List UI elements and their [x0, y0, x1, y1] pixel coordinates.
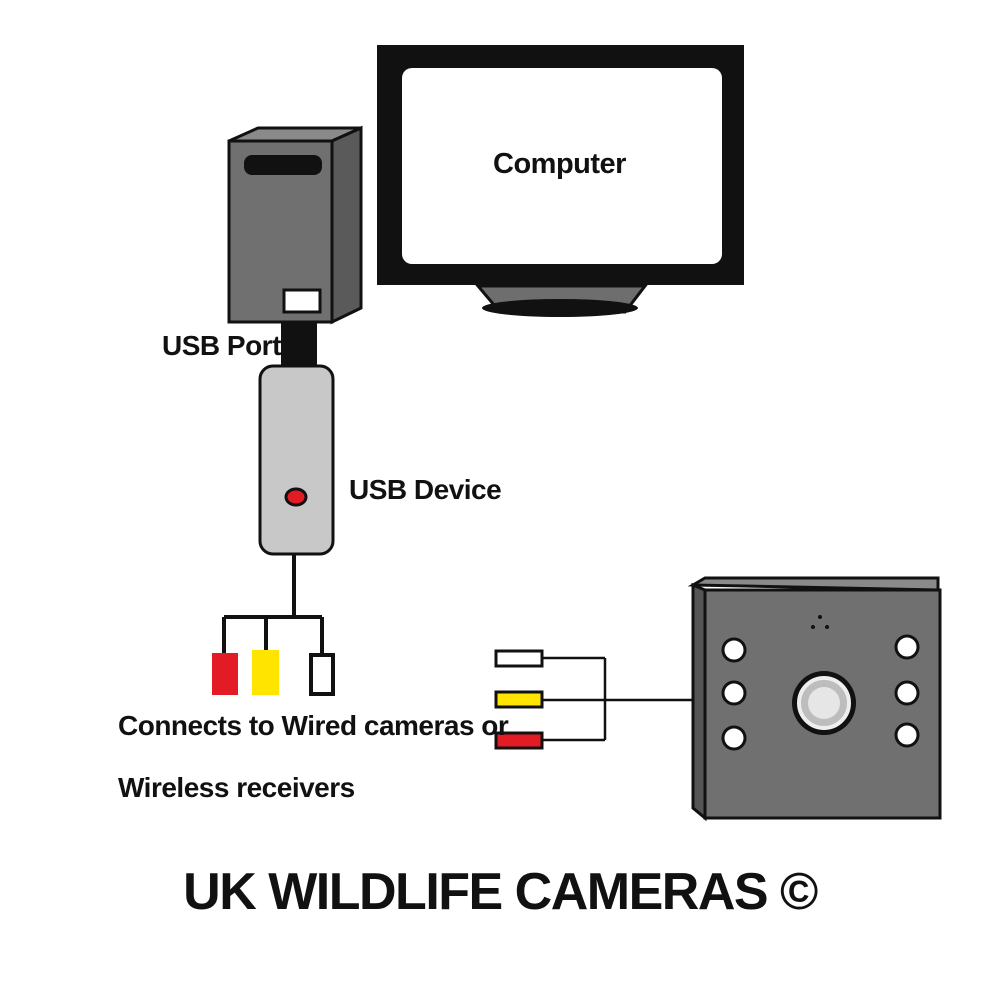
- rca-connector-icon: [212, 650, 335, 696]
- computer-tower-icon: [227, 125, 363, 325]
- ir-leds: [721, 634, 920, 751]
- brand-footer: UK WILDLIFE CAMERAS ©: [183, 863, 818, 921]
- camera-rca-connectors: [494, 649, 544, 750]
- rca-plug-red: [212, 653, 238, 695]
- connects-caption-line-1: Connects to Wired cameras or: [118, 710, 509, 741]
- camera-board-side: [691, 582, 707, 822]
- usb-port-slot: [282, 288, 322, 314]
- rca-plug-yellow: [252, 650, 279, 695]
- usb-device-label: USB Device: [349, 474, 502, 505]
- usb-cable-plug: [281, 322, 317, 370]
- usb-port-label: USB Port: [162, 330, 281, 361]
- monitor-screen: [402, 68, 722, 264]
- camera-plug-white: [494, 649, 544, 668]
- monitor-icon: [377, 45, 744, 317]
- connects-caption-line-2: Wireless receivers: [118, 772, 355, 803]
- tower-side: [330, 125, 363, 325]
- usb-device-indicator: [284, 487, 308, 507]
- camera-board-top-edge: [687, 576, 940, 592]
- computer-label: Computer: [493, 148, 626, 180]
- monitor-base: [482, 299, 638, 317]
- rca-plug-white: [309, 653, 335, 696]
- usb-device-icon: [258, 364, 335, 556]
- camera-lens: [792, 671, 856, 735]
- microphone-holes: [811, 615, 829, 629]
- camera-plug-yellow: [494, 690, 544, 709]
- camera-board-icon: [687, 576, 942, 822]
- usb-device-body: [258, 364, 335, 556]
- drive-bay: [244, 155, 322, 175]
- usb-device-cable: [222, 554, 324, 655]
- camera-plug-red: [494, 731, 544, 750]
- camera-cable: [542, 656, 695, 742]
